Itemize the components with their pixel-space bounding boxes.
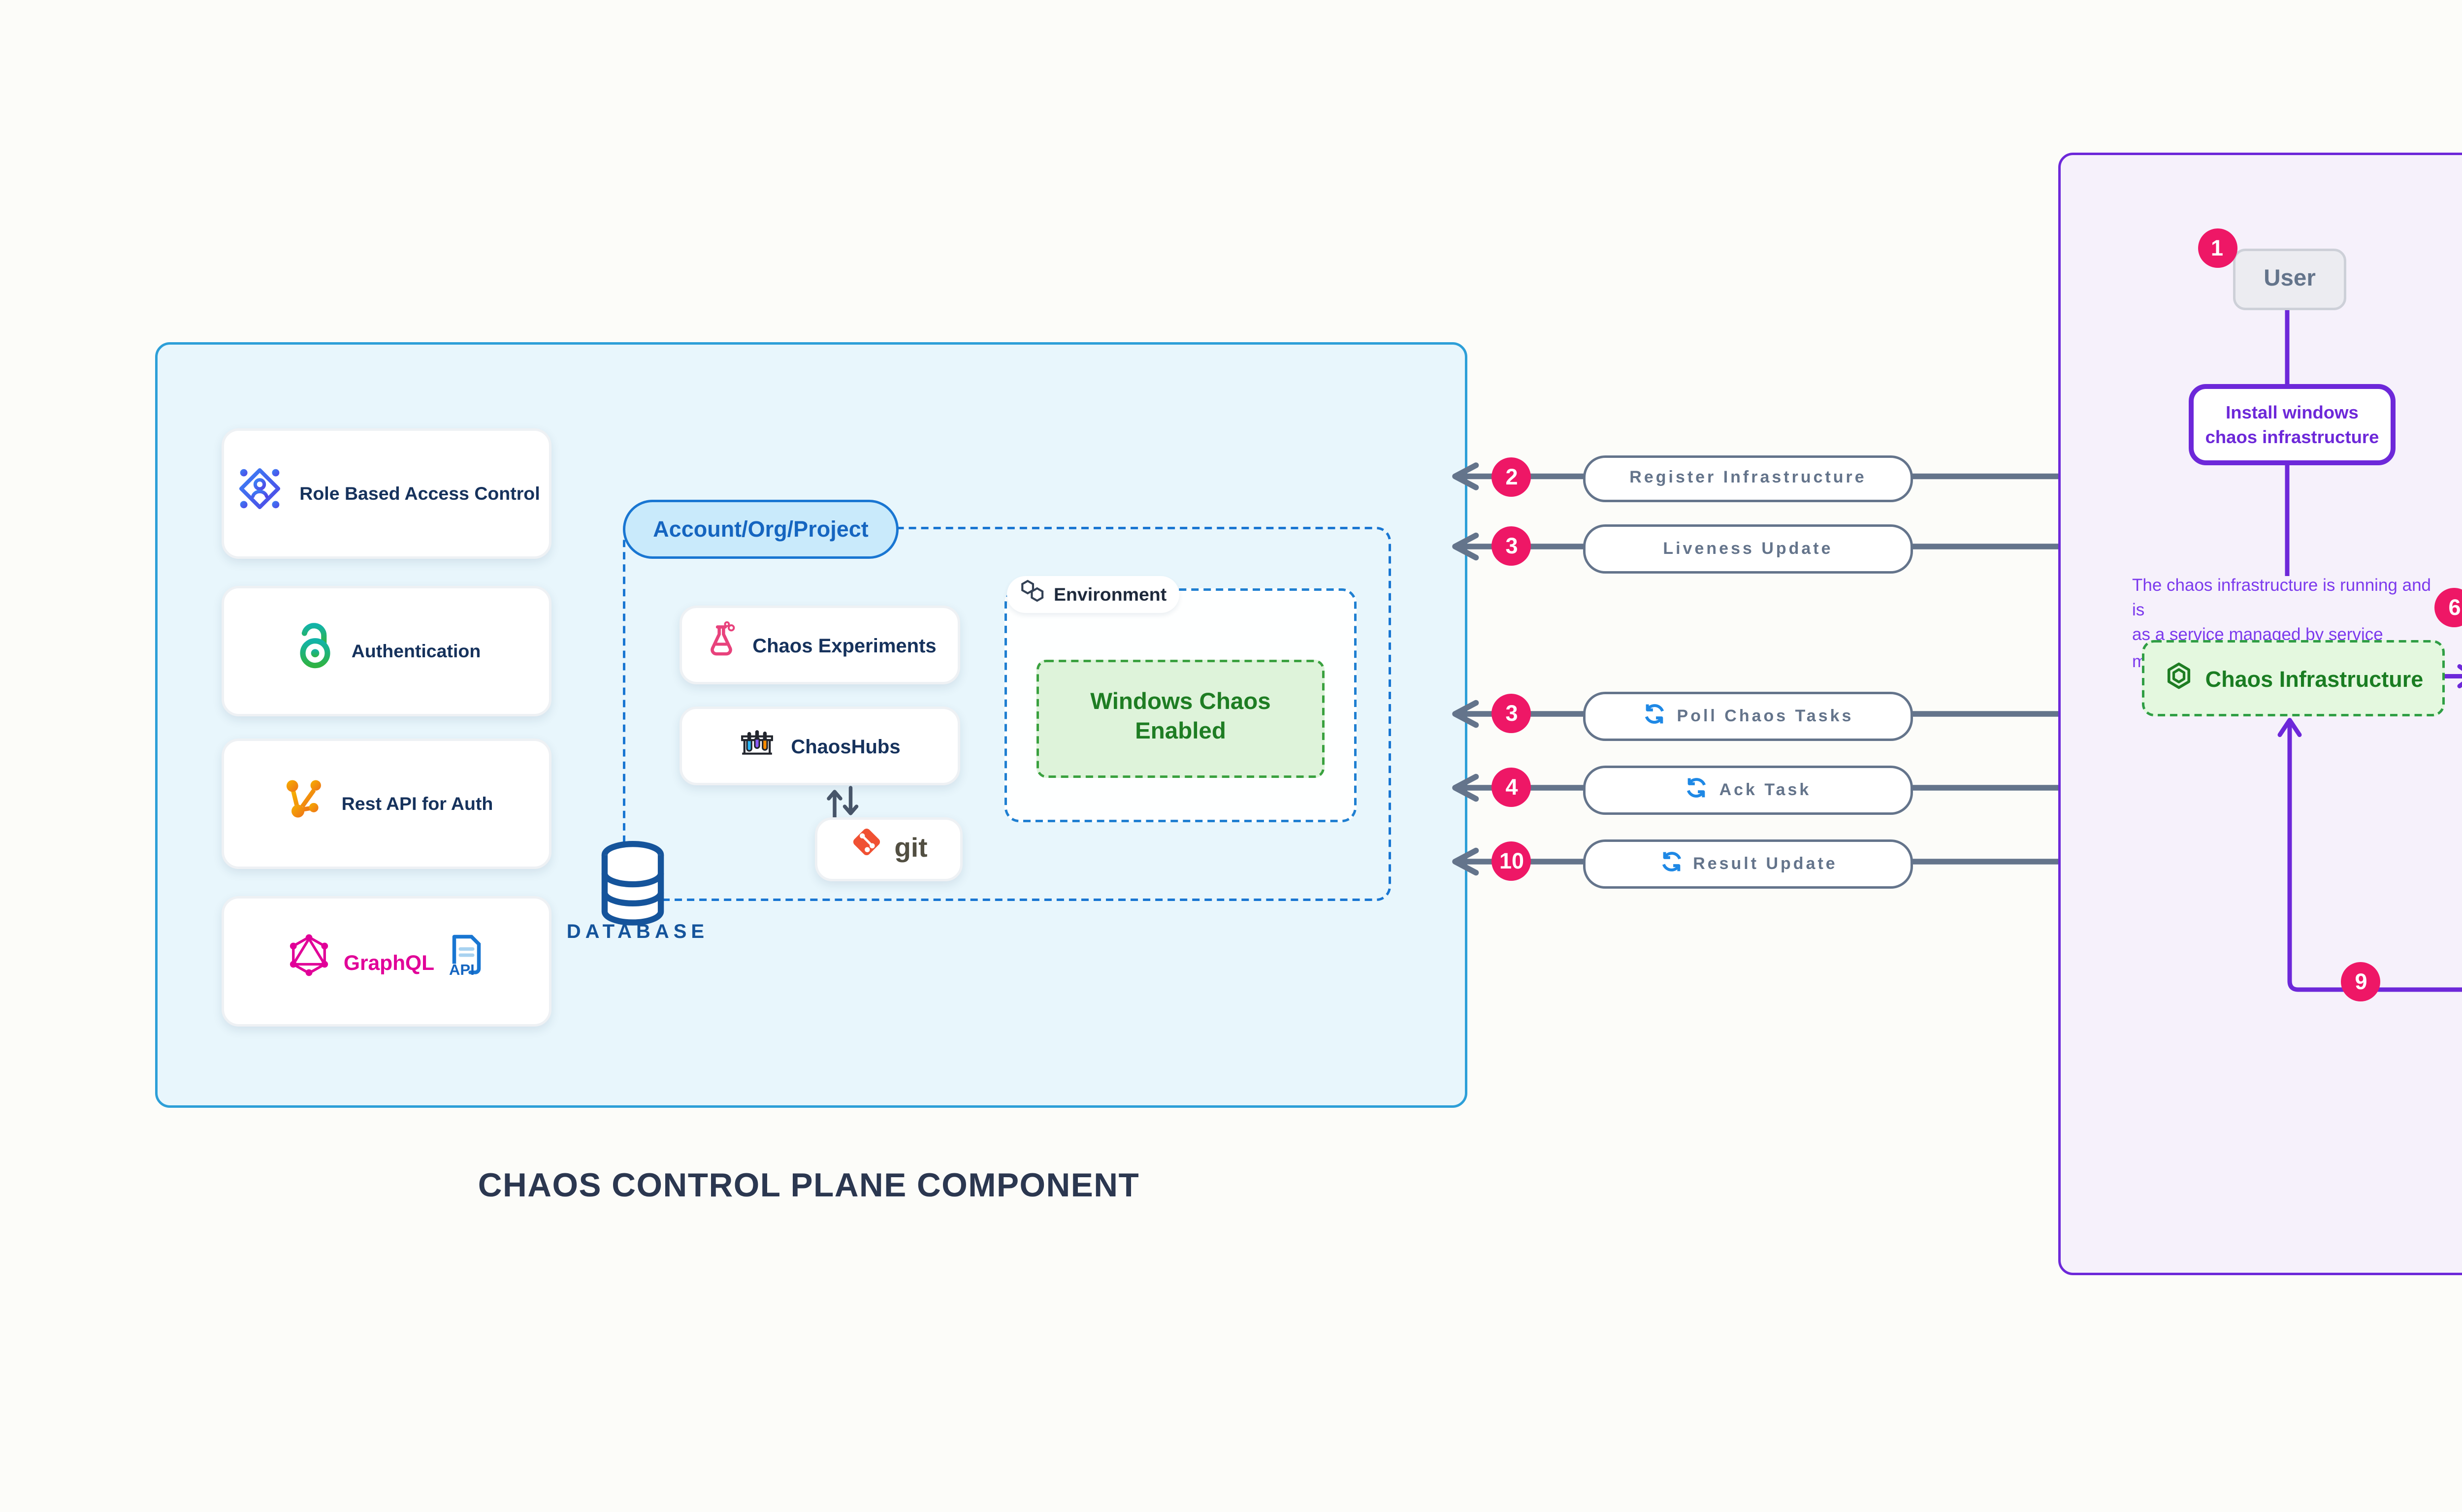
user-box: User — [2233, 249, 2346, 310]
database-icon — [598, 839, 667, 940]
rest-api-card: Rest API for Auth — [222, 739, 551, 869]
step-badge-3b: 3 — [1491, 694, 1532, 734]
chaoshubs-rack-icon — [739, 723, 776, 770]
pill-poll-chaos-tasks: Poll Chaos Tasks — [1583, 692, 1913, 740]
chaoshubs-card: ChaosHubs — [680, 707, 960, 785]
sync-icon — [1658, 849, 1683, 879]
chaos-experiments-card: Chaos Experiments — [680, 606, 960, 684]
windows-chaos-enabled-label: Windows Chaos Enabled — [1090, 689, 1271, 746]
chaos-infrastructure-label: Chaos Infrastructure — [2205, 666, 2424, 691]
chaos-infrastructure-icon — [2164, 660, 2193, 697]
account-org-project-label: Account/Org/Project — [653, 517, 869, 542]
rbac-label: Role Based Access Control — [299, 483, 540, 505]
git-icon — [850, 825, 884, 871]
pill-ack-task-label: Ack Task — [1719, 781, 1812, 799]
step-badge-2: 2 — [1491, 456, 1532, 497]
rest-api-icon — [280, 774, 327, 834]
chaos-infrastructure-box: Chaos Infrastructure — [2142, 640, 2445, 716]
account-org-project-pill: Account/Org/Project — [623, 500, 899, 559]
graphql-label: GraphQL — [343, 949, 435, 974]
sync-icon — [1685, 775, 1710, 805]
pill-result-update: Result Update — [1583, 840, 1913, 888]
step-badge-3: 3 — [1491, 526, 1532, 567]
project-dashed-box — [623, 525, 1391, 900]
flask-icon — [703, 620, 738, 670]
svg-text:API: API — [450, 960, 476, 977]
rbac-card: Role Based Access Control — [222, 428, 551, 559]
database-label: DATABASE — [566, 921, 709, 943]
environment-chip: Environment — [1007, 575, 1179, 612]
authentication-label: Authentication — [351, 640, 481, 662]
api-doc-icon: API — [449, 932, 486, 991]
authentication-card: Authentication — [222, 586, 551, 716]
rest-api-label: Rest API for Auth — [341, 793, 493, 815]
git-label: git — [894, 833, 928, 863]
graphql-card: GraphQL API — [222, 896, 551, 1027]
pill-poll-chaos-tasks-label: Poll Chaos Tasks — [1677, 708, 1854, 725]
pill-liveness-update: Liveness Update — [1583, 525, 1913, 573]
chaos-experiments-label: Chaos Experiments — [752, 634, 937, 656]
pill-register-infrastructure: Register Infrastructure — [1583, 454, 1913, 503]
step-badge-10: 10 — [1491, 841, 1532, 882]
windows-chaos-enabled-box: Windows Chaos Enabled — [1037, 660, 1325, 778]
sync-icon — [1643, 702, 1667, 731]
rbac-icon — [233, 462, 285, 526]
step-badge-1: 1 — [2197, 228, 2237, 269]
pill-liveness-update-label: Liveness Update — [1663, 540, 1833, 558]
environment-hexagons-icon — [1019, 579, 1046, 608]
environment-label: Environment — [1054, 582, 1167, 605]
control-plane-title: CHAOS CONTROL PLANE COMPONENT — [478, 1167, 1140, 1204]
git-sync-arrows-icon — [825, 785, 862, 832]
pill-register-infrastructure-label: Register Infrastructure — [1629, 470, 1867, 487]
step-badge-4: 4 — [1491, 768, 1532, 808]
graphql-icon — [287, 933, 329, 990]
pill-result-update-label: Result Update — [1693, 855, 1838, 873]
chaoshubs-label: ChaosHubs — [791, 735, 901, 757]
pill-ack-task: Ack Task — [1583, 766, 1913, 814]
auth-lock-icon — [292, 620, 337, 682]
git-card: git — [815, 816, 963, 880]
